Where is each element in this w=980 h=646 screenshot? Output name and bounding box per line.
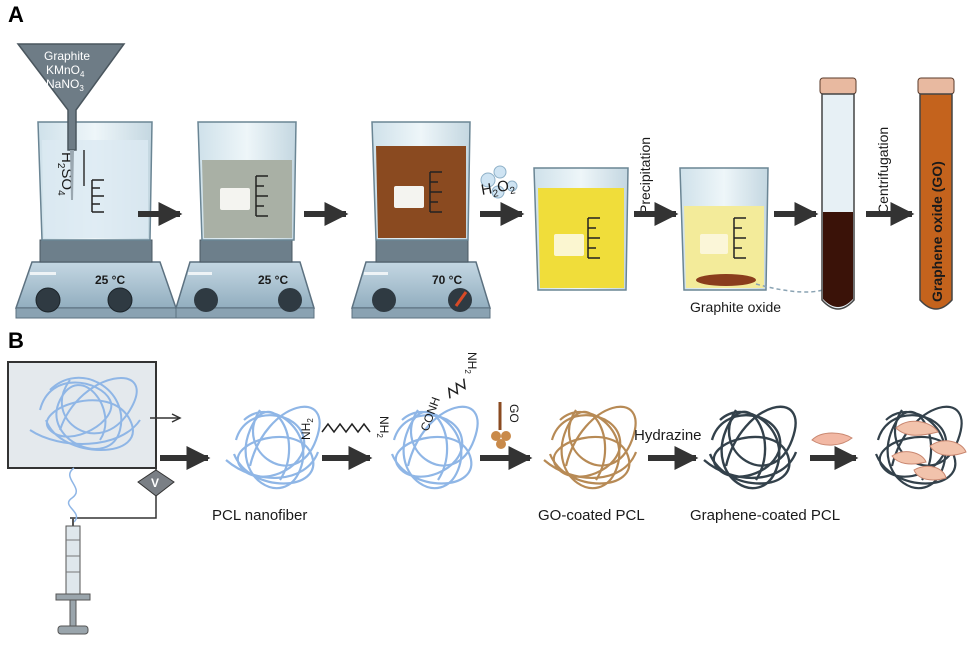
hotplate-3: [350, 239, 492, 319]
collector-plate: [7, 361, 157, 469]
beaker-2: [197, 121, 297, 241]
aminated-fiber-ball: [390, 405, 479, 490]
hotplate-2: [174, 239, 316, 319]
go-molecule-icon: [491, 402, 511, 449]
funnel-label-graphite: Graphite: [44, 49, 90, 63]
temperature-label-1: 25 °C: [95, 273, 125, 287]
nh2-label-left: NH2: [299, 418, 315, 440]
graphite-oxide-label: Graphite oxide: [690, 299, 781, 315]
h2o2-drops: [480, 165, 518, 199]
graphene-coated-label: Graphene-coated PCL: [690, 507, 840, 524]
nh2-label-right: NH2: [375, 416, 391, 438]
go-tag-label: GO: [507, 404, 521, 423]
centrifugation-label: Centrifugation: [875, 127, 891, 214]
amine-zigzag-2: [447, 378, 466, 399]
cells-icon: [811, 432, 853, 446]
panel-a-letter: A: [8, 2, 24, 27]
wire-lower: [70, 494, 157, 519]
hotplate-1: [14, 239, 178, 319]
go-coated-label: GO-coated PCL: [538, 507, 645, 524]
test-tube-2: [917, 77, 955, 310]
temperature-label-3: 70 °C: [432, 273, 462, 287]
wire-arrow-icon: [171, 413, 182, 423]
taylor-jet: [67, 467, 78, 523]
test-tube-1: [819, 77, 857, 310]
pcl-nanofiber-ball: [225, 405, 321, 490]
beaker-4: [533, 167, 629, 291]
graphene-coated-fiber-ball: [703, 405, 798, 490]
go-coated-fiber-ball: [543, 405, 638, 490]
funnel-label-kmno4: KMnO4: [46, 63, 85, 79]
graphene-oxide-label: Graphene oxide (GO): [929, 161, 945, 302]
h2o2-label: H2O2: [480, 176, 517, 202]
beaker-1: [37, 121, 153, 241]
temperature-label-2: 25 °C: [258, 273, 288, 287]
pcl-nanofiber-label: PCL nanofiber: [212, 507, 307, 524]
nh2-label-top: NH2: [463, 352, 479, 374]
panel-b-letter: B: [8, 328, 24, 353]
syringe-icon: [55, 518, 91, 635]
funnel-label-nano3: NaNO3: [46, 77, 84, 93]
wire: [150, 417, 180, 470]
voltage-source: [137, 469, 175, 497]
voltage-label: V: [151, 476, 159, 490]
amine-zigzag-1: [321, 422, 371, 434]
beaker-5: [679, 167, 769, 291]
precipitation-label: Precipitation: [637, 137, 653, 214]
funnel: [16, 43, 126, 200]
cell-seeded-scaffold: [874, 405, 967, 490]
beaker-3: [371, 121, 471, 241]
hydrazine-label: Hydrazine: [634, 427, 702, 444]
